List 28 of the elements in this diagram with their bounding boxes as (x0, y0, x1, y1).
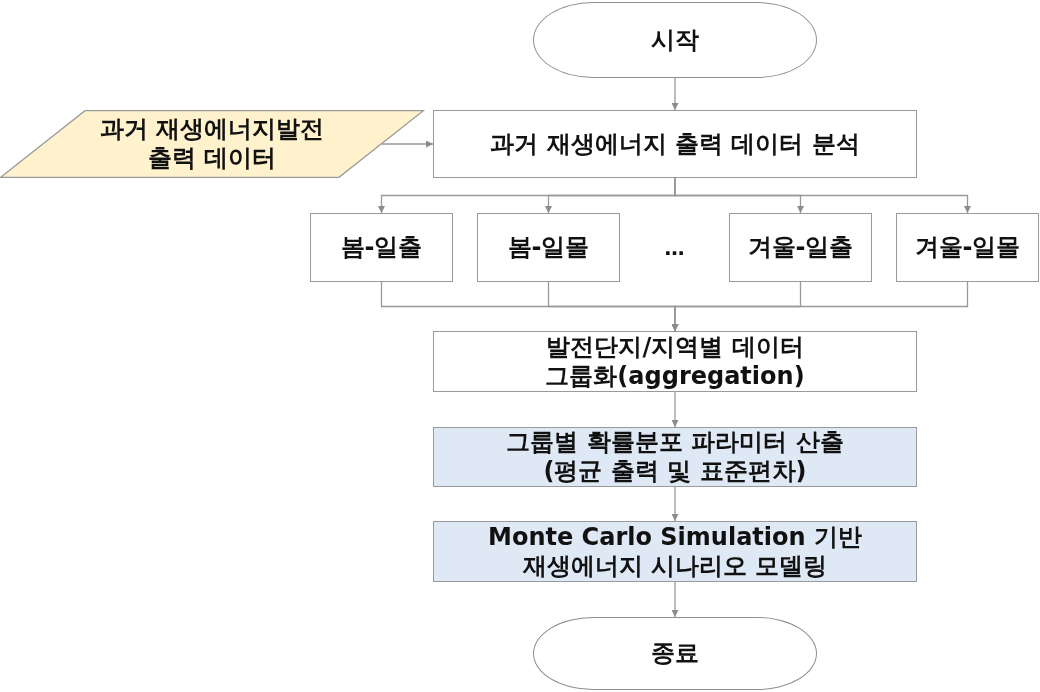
box-label: 겨울-일출 (747, 233, 854, 262)
process-box (896, 213, 1039, 282)
process-box (433, 427, 917, 487)
process-box (433, 110, 917, 178)
box-label: Monte Carlo Simulation 기반 재생에너지 시나리오 모델링 (487, 522, 863, 581)
arrow (671, 281, 969, 332)
arrow (671, 77, 679, 111)
process-box (433, 331, 917, 392)
box-label: 봄-일몰 (507, 233, 590, 262)
arrow (671, 486, 679, 522)
data-parallelogram (0, 110, 424, 178)
box-label: 겨울-일몰 (914, 233, 1021, 262)
box-label: 과거 재생에너지발전 출력 데이터 (98, 115, 326, 173)
box-label: 발전단지/지역별 데이터 그룹화(aggregation) (544, 332, 806, 391)
box-label: 과거 재생에너지 출력 데이터 분석 (490, 129, 860, 159)
ellipsis-text: … (664, 235, 685, 260)
process-box (477, 213, 620, 282)
box-label: 시작 (651, 25, 699, 55)
arrow (671, 581, 679, 618)
box-label: 봄-일출 (340, 233, 423, 262)
box-label: 종료 (651, 639, 699, 668)
process-box (729, 213, 872, 282)
arrow (380, 140, 434, 148)
process-box (433, 521, 917, 582)
process-box (310, 213, 453, 282)
arrow (671, 391, 679, 428)
arrow (674, 177, 971, 214)
box-label: 그룹별 확률분포 파라미터 산출 (평균 출력 및 표준편차) (505, 428, 845, 486)
